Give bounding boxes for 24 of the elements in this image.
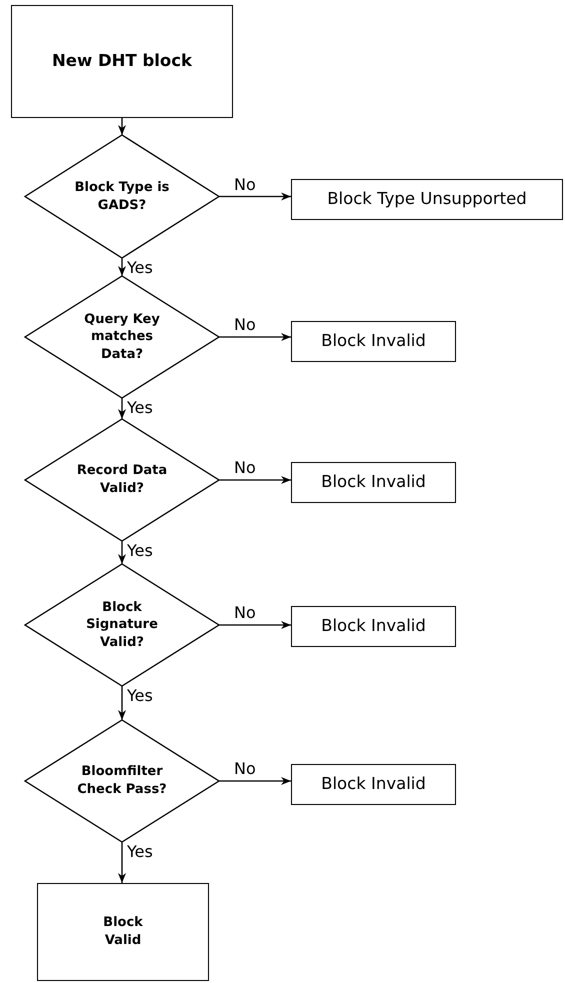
result-box: Block Invalid — [291, 462, 456, 503]
result-box: Block Invalid — [291, 321, 456, 362]
start-box: New DHT block — [11, 5, 233, 118]
decision-diamond: Record Data Valid? — [25, 419, 219, 541]
arrow — [219, 192, 291, 200]
arrow — [118, 258, 126, 276]
arrow — [219, 333, 291, 341]
arrow — [219, 777, 291, 785]
arrow — [219, 476, 291, 484]
arrow — [118, 541, 126, 564]
arrow — [118, 686, 126, 720]
decision-diamond: Query Key matches Data? — [25, 276, 219, 398]
result-box: Block Type Unsupported — [291, 179, 563, 220]
arrow — [118, 842, 126, 883]
arrow — [118, 398, 126, 419]
arrow — [118, 118, 126, 135]
edge-label: No — [233, 176, 257, 194]
arrow — [219, 621, 291, 629]
end-box: Block Valid — [37, 883, 209, 981]
decision-diamond: Block Signature Valid? — [25, 564, 219, 686]
decision-diamond: Block Type is GADS? — [25, 135, 219, 258]
result-box: Block Invalid — [291, 606, 456, 647]
decision-diamond: Bloomfilter Check Pass? — [25, 720, 219, 842]
result-box: Block Invalid — [291, 764, 456, 805]
